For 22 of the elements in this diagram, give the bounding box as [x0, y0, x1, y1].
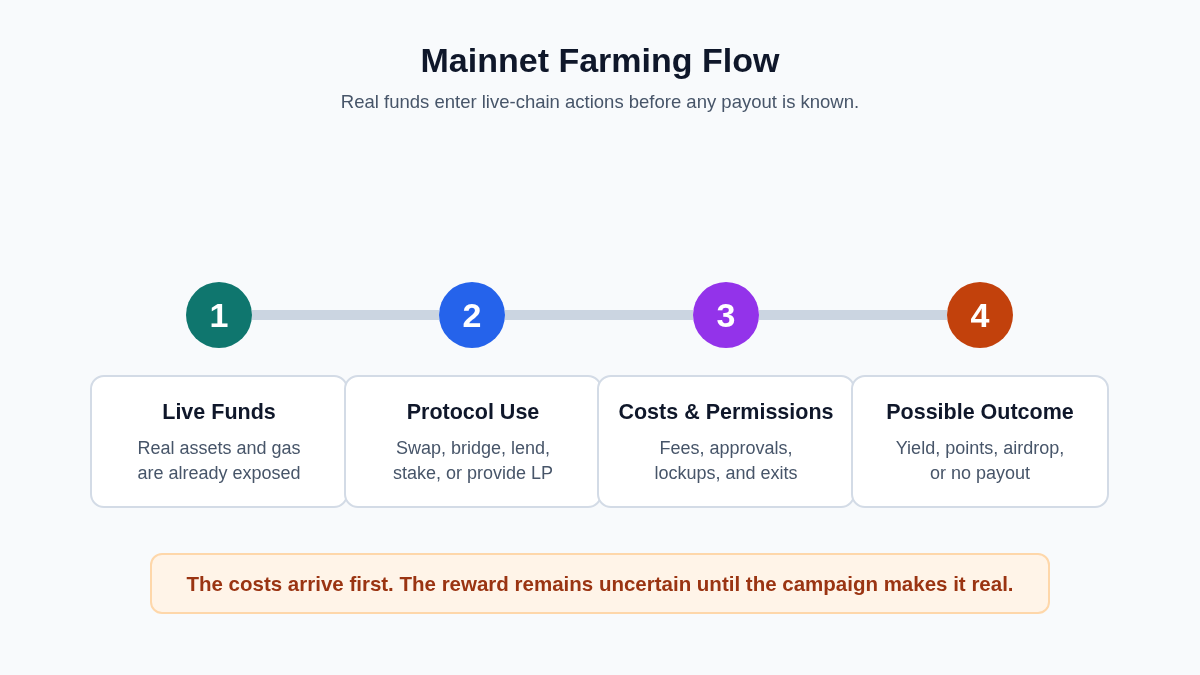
step-card	[851, 375, 1109, 508]
card-description: Swap, bridge, lend, stake, or provide LP	[391, 437, 555, 485]
card-heading: Costs & Permissions	[618, 399, 834, 425]
card-heading: Live Funds	[162, 399, 276, 425]
note-text: The costs arrive first. The reward remains uncertain until the campaign makes it real.	[186, 570, 1014, 597]
note-box	[150, 553, 1050, 614]
card-heading: Possible Outcome	[886, 399, 1074, 425]
step-number: 2	[462, 296, 482, 334]
card-heading: Protocol Use	[406, 399, 540, 425]
connector-line	[252, 310, 439, 320]
step-number: 3	[716, 296, 736, 334]
step-card	[597, 375, 855, 508]
connector-line	[759, 310, 947, 320]
card-description: Fees, approvals, lockups, and exits	[653, 437, 799, 485]
step-number: 4	[970, 296, 990, 334]
subtitle: Real funds enter live-chain actions before any payout is known.	[340, 90, 860, 114]
step-number: 1	[209, 296, 229, 334]
step-card	[90, 375, 348, 508]
card-description: Real assets and gas are already exposed	[136, 437, 302, 485]
diagram-title: Mainnet Farming Flow	[420, 40, 780, 81]
connector-line	[505, 310, 693, 320]
card-description: Yield, points, airdrop, or no payout	[894, 437, 1066, 485]
